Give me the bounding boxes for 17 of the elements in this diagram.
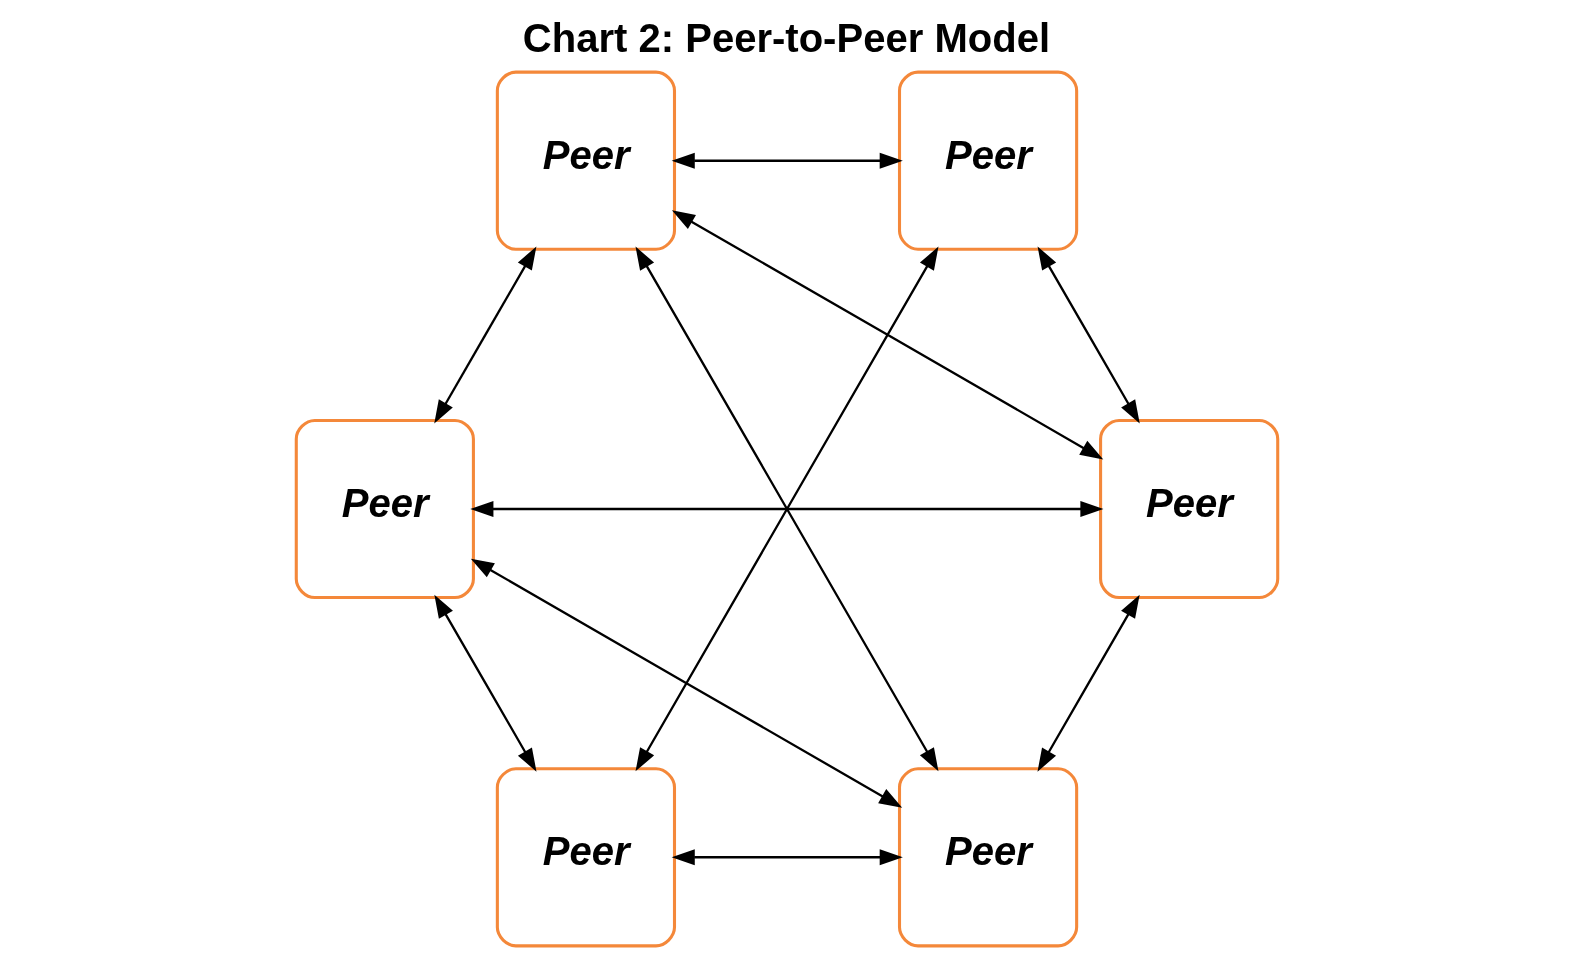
- node-box: Peer: [495, 70, 676, 251]
- arrow: [433, 246, 536, 423]
- arrow: [1036, 594, 1140, 772]
- arrow: [671, 209, 1103, 459]
- node-box: Peer: [294, 418, 475, 599]
- arrow: [470, 558, 902, 808]
- arrow: [671, 848, 903, 865]
- arrow: [671, 152, 903, 169]
- arrow: [1037, 246, 1140, 423]
- arrow: [635, 246, 938, 771]
- node-box: Peer: [897, 766, 1078, 947]
- arrow: [469, 500, 1103, 517]
- node-box: Peer: [1098, 418, 1279, 599]
- arrow: [433, 594, 536, 772]
- node-box: Peer: [897, 70, 1078, 251]
- node-box: Peer: [495, 766, 676, 947]
- diagram-title: Chart 2: Peer-to-Peer Model: [522, 15, 1050, 60]
